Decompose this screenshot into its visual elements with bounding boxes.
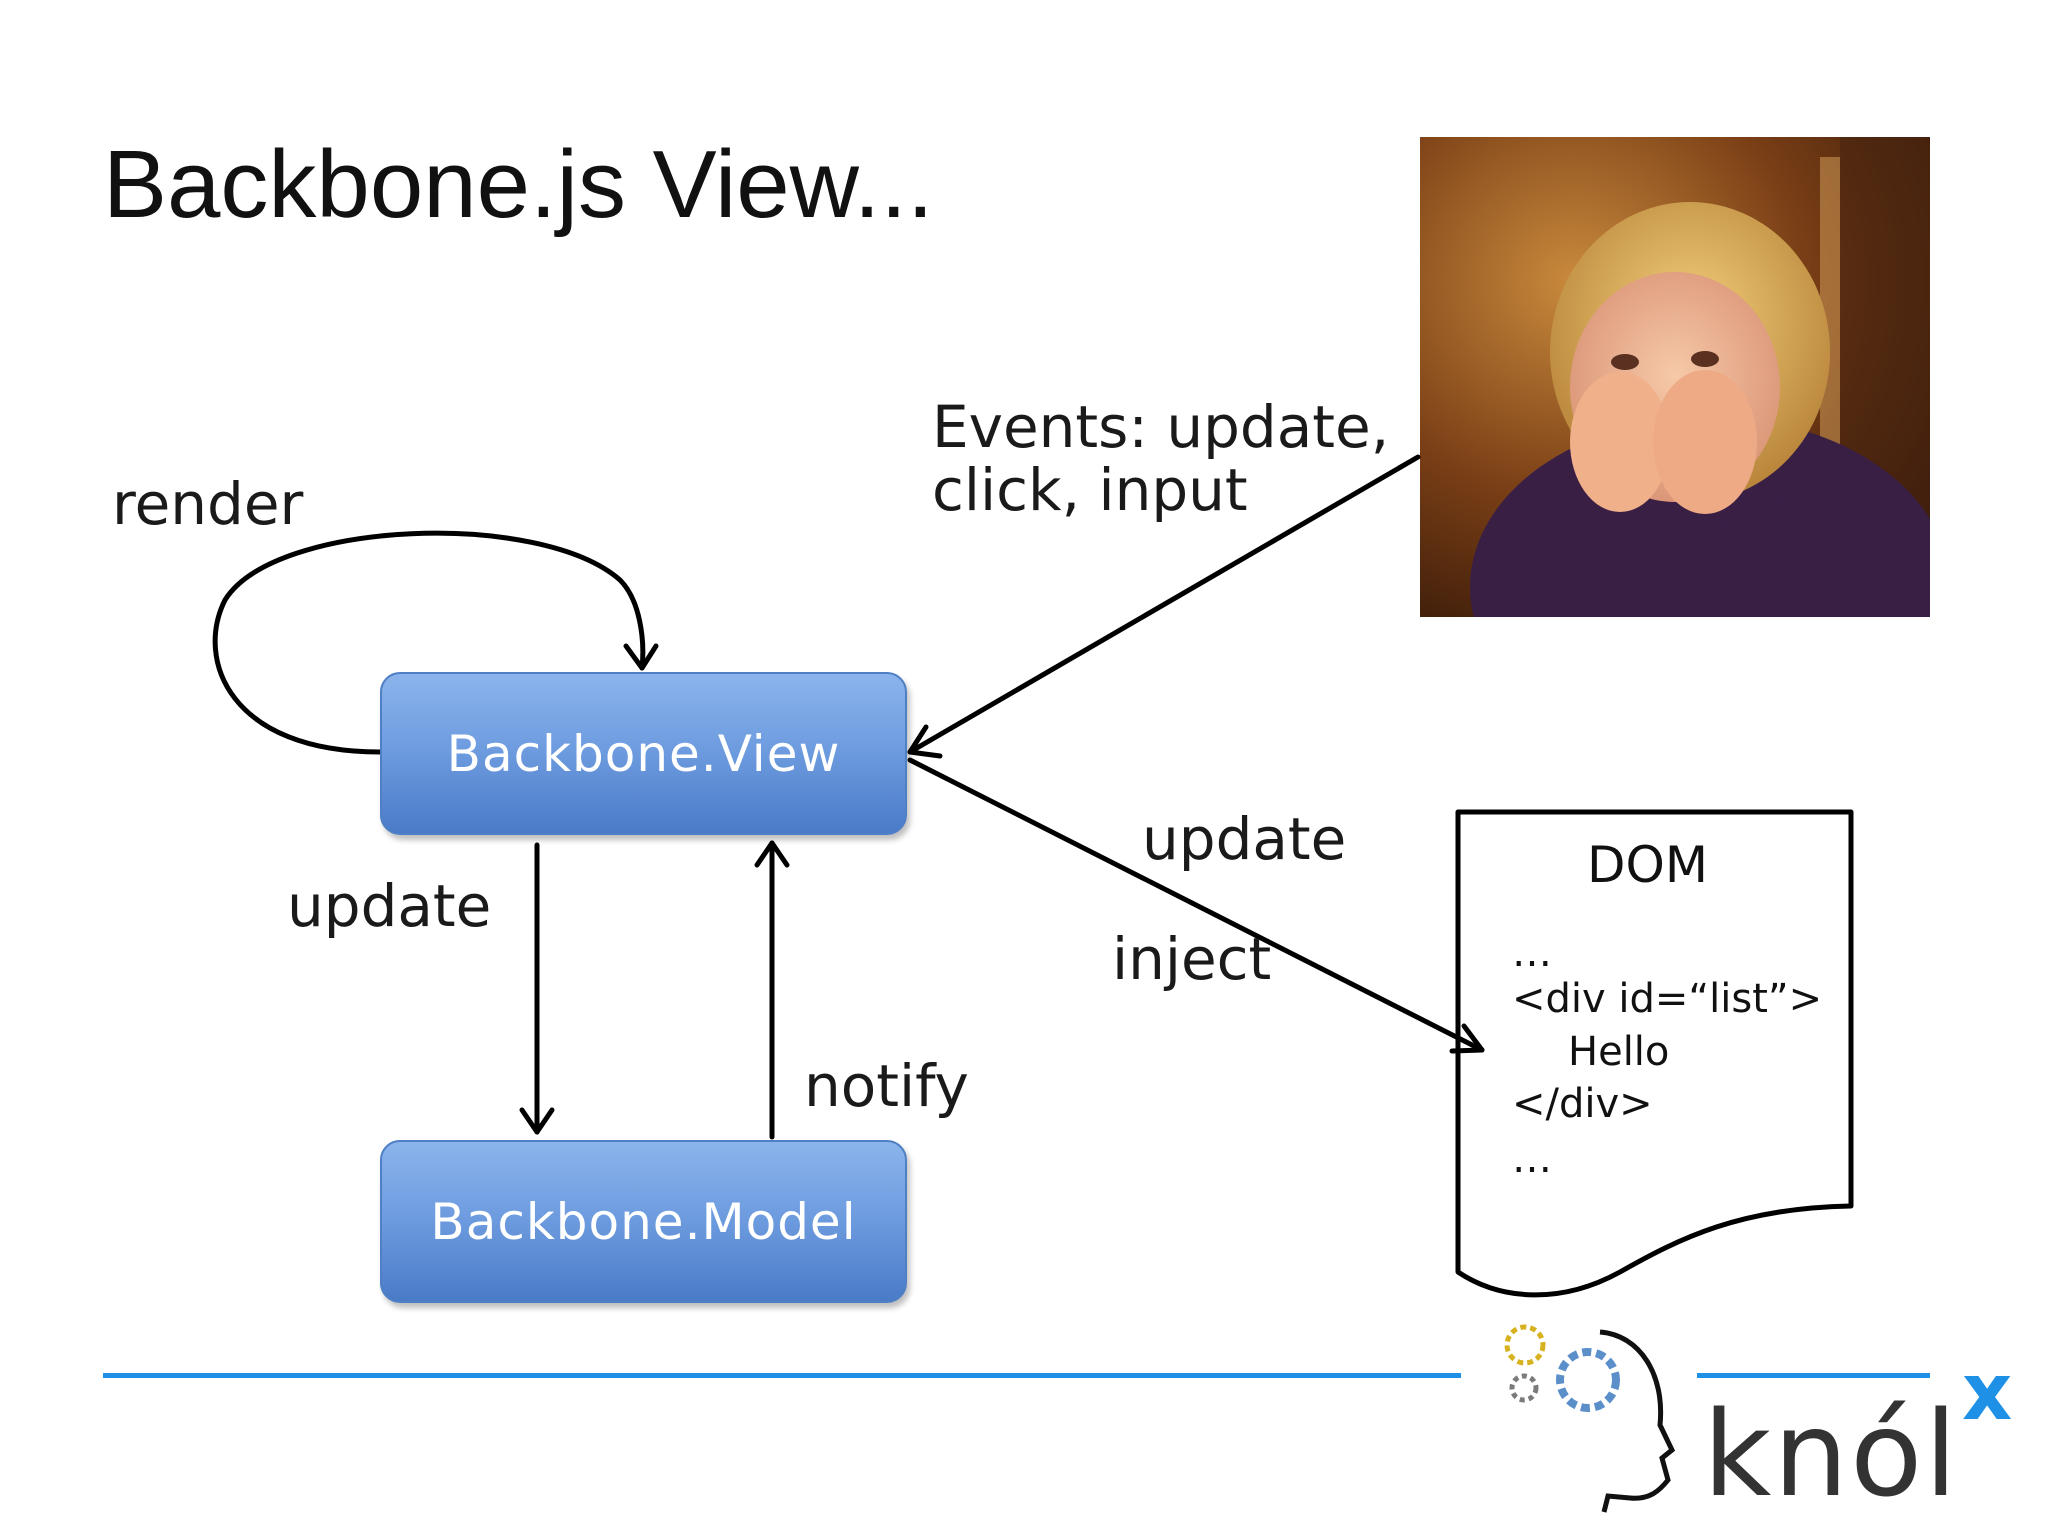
notify-label: notify — [804, 1052, 969, 1120]
update-model-label: update — [287, 872, 492, 940]
backbone-model-node: Backbone.Model — [380, 1140, 907, 1303]
events-label-line2: click, input — [932, 456, 1248, 524]
dom-line: … — [1512, 930, 1552, 976]
knolx-logo-word: knól — [1703, 1385, 1960, 1523]
dom-line: … — [1512, 1136, 1552, 1182]
child-photo — [1420, 137, 1930, 617]
render-loop-arrow — [212, 530, 646, 755]
footer-rule-left — [103, 1373, 1461, 1378]
inject-label: inject — [1112, 925, 1272, 993]
knolx-logo-x: x — [1962, 1348, 2013, 1438]
update-arrowhead — [519, 1107, 555, 1135]
dom-line: Hello — [1568, 1029, 1670, 1075]
dom-title: DOM — [1587, 836, 1708, 894]
events-arrowhead — [907, 724, 943, 759]
slide-title: Backbone.js View... — [103, 131, 934, 238]
inject-arrowhead — [1449, 1023, 1485, 1054]
events-arrow — [907, 454, 1421, 755]
render-arrowhead — [623, 643, 659, 671]
footer-rule-right — [1697, 1373, 1930, 1378]
inject-arrow — [907, 757, 1485, 1053]
dom-line: </div> — [1512, 1081, 1653, 1127]
render-label: render — [112, 470, 304, 538]
backbone-view-node: Backbone.View — [380, 672, 907, 835]
notify-arrowhead — [754, 840, 790, 868]
update-dom-label: update — [1142, 805, 1347, 873]
knolx-logo-graphic — [1504, 1324, 1676, 1513]
events-label-line1: Events: update, — [932, 393, 1390, 461]
dom-line: <div id=“list”> — [1512, 976, 1823, 1022]
dom-document-shape — [1455, 809, 1854, 1298]
